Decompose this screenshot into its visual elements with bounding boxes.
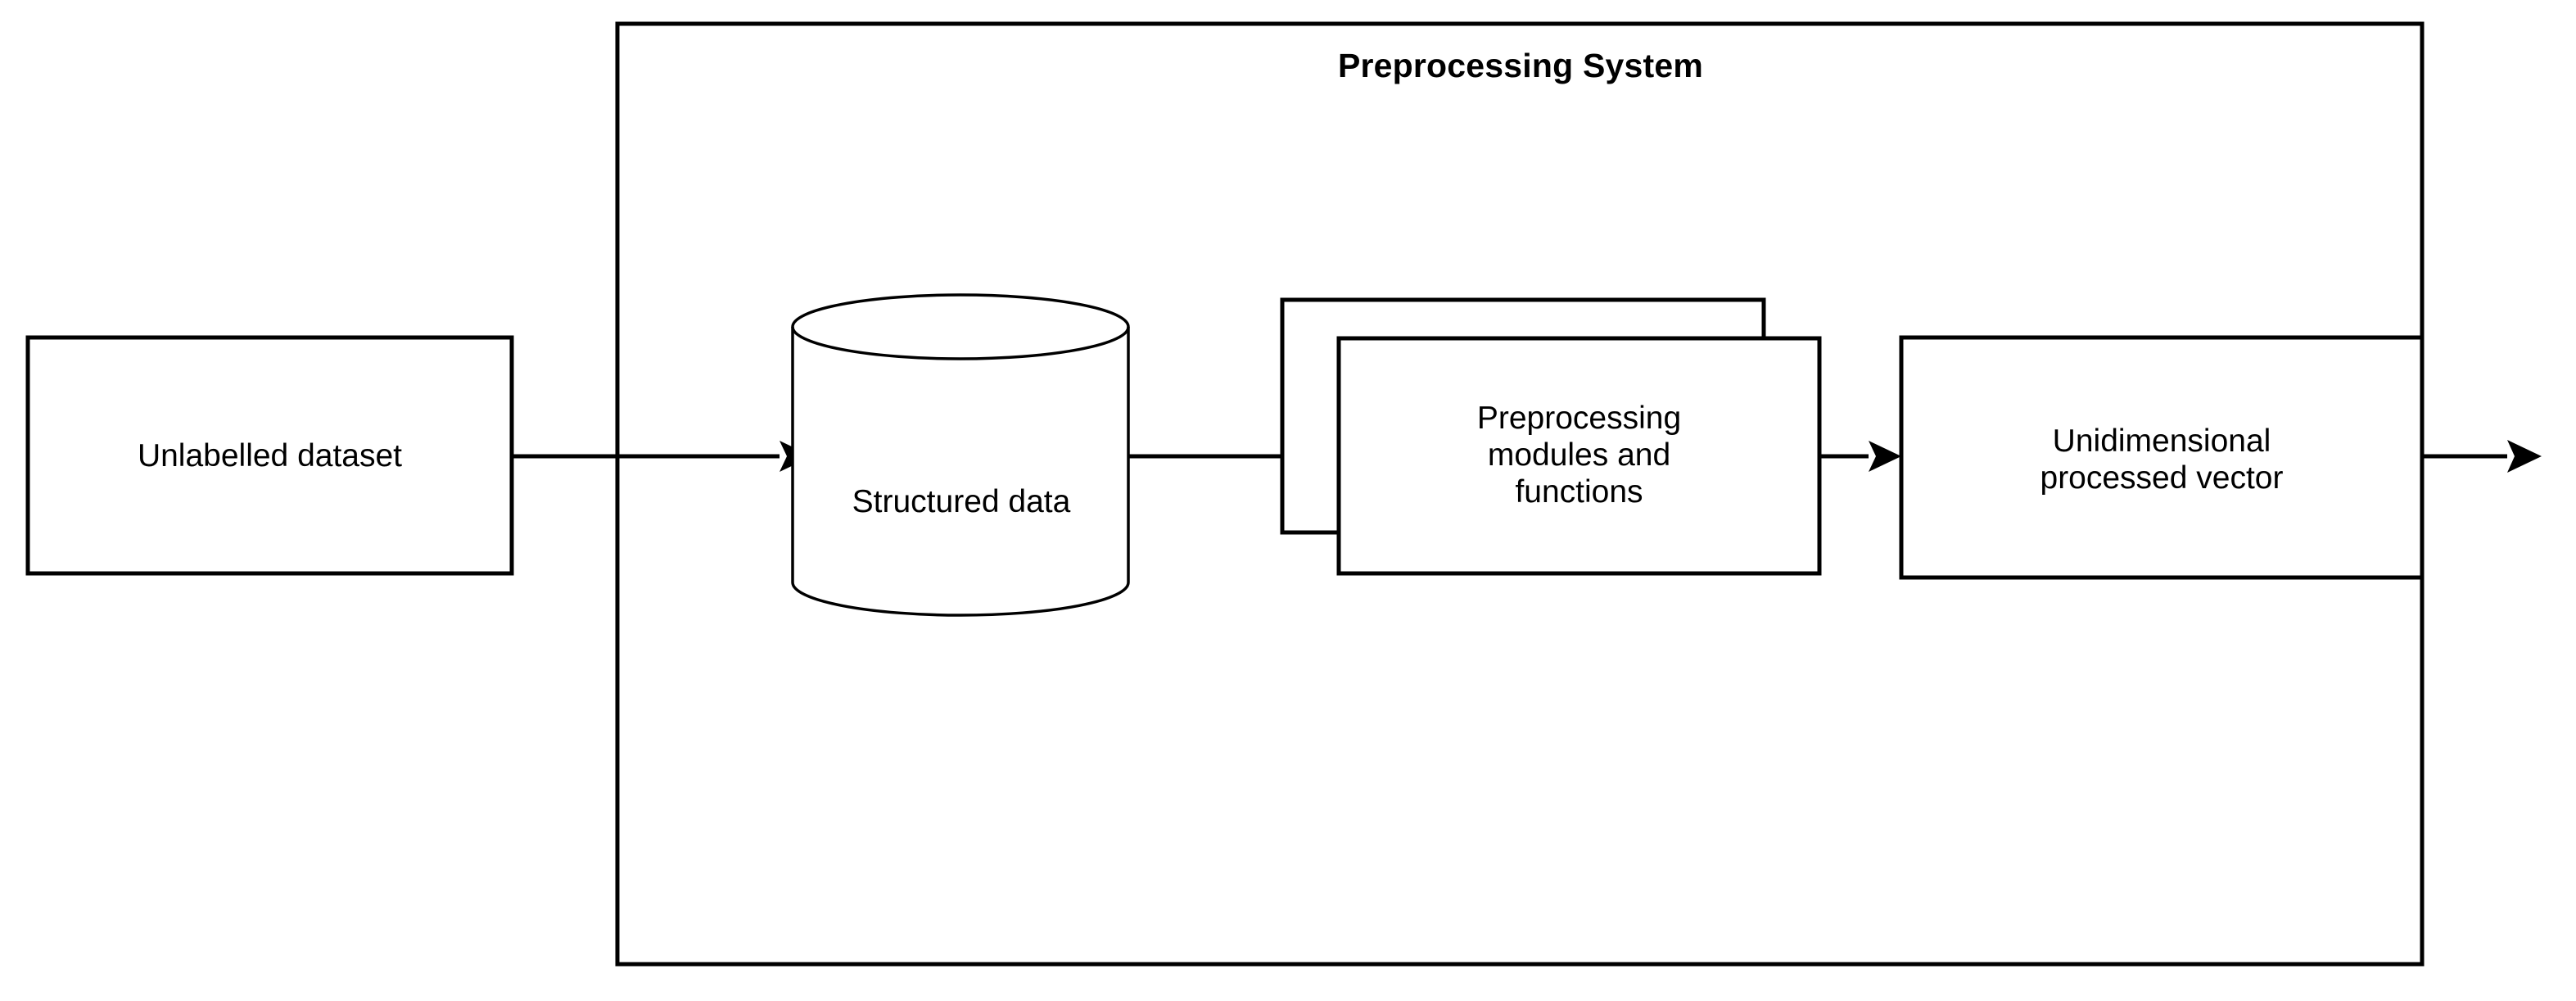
node-preprocessing-modules[interactable] [1280, 297, 1822, 576]
arrow-vector-to-output[interactable] [2422, 440, 2542, 473]
stacked-box-front [1336, 336, 1822, 576]
arrow-modules-to-vector[interactable] [1819, 441, 1901, 472]
node-unidimensional-processed-vector[interactable] [1899, 335, 2425, 580]
node-structured-data[interactable] [791, 293, 1130, 617]
node-unlabelled-dataset[interactable] [25, 335, 514, 576]
